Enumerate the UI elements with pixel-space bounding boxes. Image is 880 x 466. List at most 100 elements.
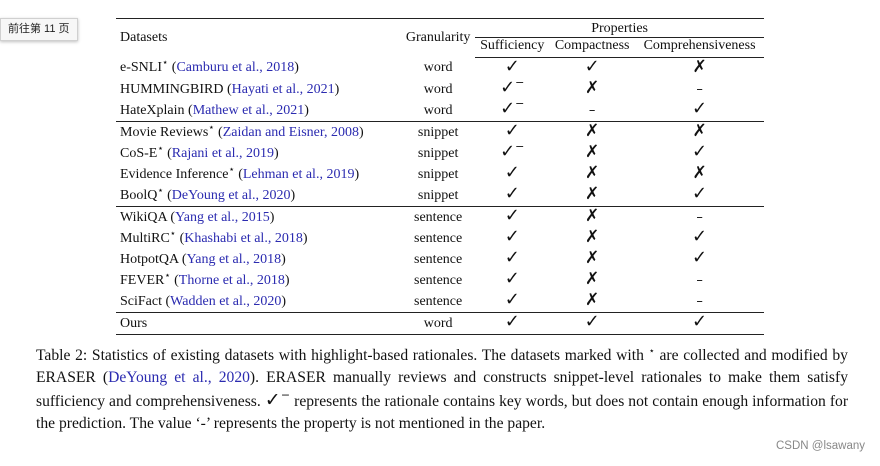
compactness-cell: ✗ <box>549 207 635 229</box>
citation-link[interactable]: Lehman et al., 2019 <box>242 166 355 182</box>
citation-link[interactable]: DeYoung et al., 2020 <box>171 187 291 203</box>
partial-check-icon: ✓− <box>500 97 525 119</box>
citation-link[interactable]: Rajani et al., 2019 <box>171 145 275 161</box>
check-icon: ✓ <box>692 311 708 332</box>
dataset-name: MultiRC <box>120 230 170 246</box>
citation-link[interactable]: Thorne et al., 2018 <box>178 272 285 288</box>
dash-icon: – <box>588 102 596 118</box>
dataset-name-cell: FEVER⋆ (Thorne et al., 2018) <box>116 270 401 291</box>
compactness-cell: ✗ <box>549 122 635 144</box>
dataset-name-cell: BoolQ⋆ (DeYoung et al., 2020) <box>116 185 401 207</box>
table-row: HotpotQA (Yang et al., 2018)sentence✓✗✓ <box>116 249 764 270</box>
comprehensiveness-cell: ✓ <box>635 143 764 164</box>
caption-text-1: Table 2: Statistics of existing datasets… <box>36 347 649 364</box>
granularity-cell: snippet <box>417 166 459 182</box>
table-row: e-SNLI⋆ (Camburu et al., 2018)word✓✓✗ <box>116 58 764 80</box>
cross-icon: ✗ <box>585 142 600 162</box>
granularity-cell: sentence <box>414 230 463 246</box>
citation: (Thorne et al., 2018) <box>174 272 290 288</box>
dataset-name-cell: MultiRC⋆ (Khashabi et al., 2018) <box>116 228 401 249</box>
dataset-name: BoolQ <box>120 187 158 203</box>
dash-icon: – <box>696 293 703 309</box>
dataset-name-cell: HotpotQA (Yang et al., 2018) <box>116 249 401 270</box>
table-row: Movie Reviews⋆ (Zaidan and Eisner, 2008)… <box>116 122 764 144</box>
compactness-cell: ✗ <box>549 164 635 185</box>
table-row: BoolQ⋆ (DeYoung et al., 2020)snippet✓✗✓ <box>116 185 764 207</box>
comprehensiveness-cell: – <box>635 79 764 100</box>
sufficiency-cell: ✓ <box>475 122 549 144</box>
compactness-cell: ✗ <box>549 79 635 100</box>
cross-icon: ✗ <box>585 227 600 247</box>
citation-link[interactable]: Zaidan and Eisner, 2008 <box>222 124 359 140</box>
partial-check-icon: ✓− <box>500 76 525 98</box>
header-properties: Properties <box>475 18 764 38</box>
table-row: WikiQA (Yang et al., 2015)sentence✓✗– <box>116 207 764 229</box>
cross-icon: ✗ <box>585 248 600 268</box>
eraser-star: ⋆ <box>208 121 215 133</box>
check-icon: ✓ <box>504 56 520 77</box>
citation: (Yang et al., 2018) <box>181 251 286 267</box>
cross-icon: ✗ <box>585 184 600 204</box>
table-body: e-SNLI⋆ (Camburu et al., 2018)word✓✓✗HUM… <box>116 58 764 335</box>
table-row: SciFact (Wadden et al., 2020)sentence✓✗– <box>116 291 764 313</box>
check-icon: ✓ <box>504 120 520 141</box>
compactness-cell: ✓ <box>549 311 636 335</box>
eraser-star: ⋆ <box>157 142 164 154</box>
citation-link[interactable]: Camburu et al., 2018 <box>176 60 295 76</box>
citation-link[interactable]: Mathew et al., 2021 <box>192 102 305 118</box>
citation-link[interactable]: Khashabi et al., 2018 <box>184 230 303 246</box>
check-icon: ✓ <box>692 226 708 247</box>
check-icon: ✓ <box>584 56 600 77</box>
eraser-star: ⋆ <box>164 269 171 281</box>
table-row: HateXplain (Mathew et al., 2021)word ✓− – ✓ <box>116 97 764 122</box>
sufficiency-cell: ✓ <box>475 228 549 249</box>
citation: (Wadden et al., 2020) <box>165 293 287 309</box>
check-icon: ✓ <box>692 98 708 119</box>
comprehensiveness-cell: – <box>635 207 764 229</box>
granularity-cell: sentence <box>401 291 476 313</box>
dataset-name: Movie Reviews <box>120 124 209 140</box>
dataset-name-cell: CoS-E⋆ (Rajani et al., 2019) <box>116 143 401 164</box>
comprehensiveness-cell: ✓ <box>635 228 764 249</box>
partial-check-icon: ✓− <box>500 140 525 162</box>
cross-icon: ✗ <box>692 57 707 77</box>
eraser-star: ⋆ <box>228 163 235 175</box>
dataset-name-cell: HUMMINGBIRD (Hayati et al., 2021) <box>116 79 401 100</box>
dataset-name-cell: Ours <box>116 312 401 335</box>
citation-link[interactable]: Wadden et al., 2020 <box>170 293 282 309</box>
check-icon: ✓ <box>504 226 520 247</box>
check-icon: ✓ <box>504 311 520 332</box>
goto-page-button[interactable]: 前往第 11 页 <box>0 18 78 41</box>
dataset-name: CoS-E <box>120 145 158 161</box>
comprehensiveness-cell: ✓ <box>635 249 764 270</box>
table-row: HUMMINGBIRD (Hayati et al., 2021)word✓−✗… <box>116 76 764 100</box>
citation: (Mathew et al., 2021) <box>188 102 309 118</box>
watermark: CSDN @lsawany <box>775 440 865 452</box>
caption-citation-link[interactable]: DeYoung et al., 2020 <box>108 369 250 386</box>
sufficiency-cell: ✓ <box>475 291 550 313</box>
citation-link[interactable]: Hayati et al., 2021 <box>231 81 335 97</box>
sufficiency-cell: ✓ <box>475 164 549 185</box>
dataset-name-cell: Movie Reviews⋆ (Zaidan and Eisner, 2008) <box>116 122 401 144</box>
comprehensiveness-cell: – <box>635 270 764 291</box>
dataset-name: Evidence Inference <box>120 166 229 182</box>
caption-text-2: are collected and modified by ERASER ( <box>36 347 848 386</box>
datasets-table-container: Datasets Granularity Properties Sufficie… <box>116 18 764 335</box>
header-granularity: Granularity <box>401 18 476 58</box>
citation-link[interactable]: Yang et al., 2018 <box>186 251 282 267</box>
dataset-name: FEVER <box>120 272 165 288</box>
dataset-name-cell: HateXplain (Mathew et al., 2021) <box>116 100 401 122</box>
sufficiency-cell: ✓− <box>475 140 549 164</box>
cross-icon: ✗ <box>585 290 600 310</box>
citation-link[interactable]: Yang et al., 2015 <box>175 209 270 225</box>
check-icon: ✓ <box>692 183 708 204</box>
check-icon: ✓ <box>584 311 600 332</box>
dash-icon: – <box>696 272 703 288</box>
header-compactness: Compactness <box>549 37 636 58</box>
granularity-cell: word <box>401 100 476 122</box>
cross-icon: ✗ <box>692 163 707 183</box>
check-icon: ✓ <box>692 141 708 162</box>
citation: (Rajani et al., 2019) <box>167 145 279 161</box>
check-icon: ✓ <box>504 268 520 289</box>
